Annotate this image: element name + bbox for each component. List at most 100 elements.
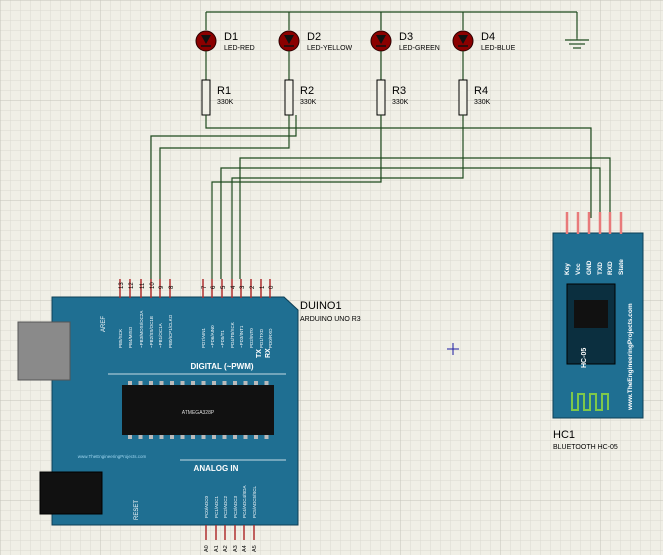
digital-pin-11[interactable]: 11 ~PB3/MOSI/OC2A	[139, 279, 146, 348]
arduino-url: www.TheEngineeringProjects.com	[78, 454, 147, 459]
resistor-ref: R3	[392, 85, 406, 97]
reset-label: RESET	[134, 500, 140, 520]
antenna-trace	[571, 392, 609, 411]
resistor-body	[284, 79, 294, 116]
digital-pin-number: 7	[202, 285, 208, 289]
digital-pin-number: 11	[140, 282, 146, 289]
bt-pin-gnd[interactable]: GND	[586, 212, 593, 275]
bt-pin-rxd[interactable]: RXD	[607, 212, 614, 275]
digital-pin-number: 5	[221, 285, 227, 289]
analog-pin-name: PC0/ADC0	[204, 495, 209, 518]
bt-pin-state[interactable]: State	[618, 212, 625, 275]
digital-pin-name: ~PB1/OC1A	[158, 323, 163, 348]
digital-pin-name: PD4/T0/XCK	[230, 322, 235, 348]
digital-pin-9[interactable]: 9~PB1/OC1A	[158, 279, 165, 348]
bluetooth-module[interactable]: HC-05 www.TheEngineeringProjects.com Key…	[552, 212, 644, 419]
digital-pin-number: 6	[211, 285, 217, 289]
resistor-body	[201, 79, 211, 116]
aref-label: AREF	[101, 316, 107, 332]
led-diode-icon	[201, 35, 211, 44]
analog-pin-number: A0	[204, 545, 210, 552]
digital-pin-name: PD2/INT0	[249, 328, 254, 348]
analog-pin-name: PC1/ADC1	[214, 495, 219, 518]
resistor-ref: R1	[217, 85, 231, 97]
digital-pin-5[interactable]: 5 ~PD5/T1	[220, 279, 227, 348]
tx-label: TX	[256, 349, 263, 358]
digital-pin-name: ~PB2/SS/OC1B	[149, 316, 154, 348]
chip-pins	[128, 381, 269, 439]
digital-pin-name: ~PB3/MOSI/OC2A	[139, 311, 144, 348]
power-jack	[39, 471, 103, 515]
arduino-board[interactable]: ATMEGA328P DIGITAL (~PWM) TX RX ANALOG I…	[17, 279, 299, 552]
analog-pin-a1[interactable]: A1 PC1/ADC1	[214, 495, 220, 552]
wires	[150, 115, 611, 279]
analog-pin-name: PC2/ADC2	[223, 495, 228, 518]
analog-pin-a5[interactable]: A5 PC5/ADC5/SCL	[252, 485, 258, 552]
resistor-body	[376, 79, 386, 116]
microcontroller-chip	[122, 385, 274, 435]
digital-pin-name: PD7/AIN1	[201, 327, 206, 348]
analog-header-label: ANALOG IN	[194, 464, 239, 473]
digital-pin-number: 12	[129, 282, 135, 289]
bt-pin-label: State	[618, 259, 625, 275]
digital-pin-6[interactable]: 6~PD6/AIN0	[210, 279, 217, 348]
analog-pin-a2[interactable]: A2 PC2/ADC2	[223, 495, 229, 552]
bt-pin-txd[interactable]: TXD	[597, 212, 604, 275]
analog-pin-a0[interactable]: A0 PC0/ADC0	[204, 495, 210, 552]
analog-pin-number: A3	[233, 545, 239, 552]
digital-pin-name: PD0/RXD	[268, 328, 273, 348]
bt-pin-vcc[interactable]: Vcc	[575, 212, 582, 275]
led-value: LED-BLUE	[481, 45, 516, 52]
hc05-module-label: HC-05	[581, 348, 588, 368]
crosshair-cursor-icon	[447, 343, 459, 355]
bt-pin-key[interactable]: Key	[564, 212, 571, 275]
arduino-ref: DUINO1	[300, 300, 342, 312]
resistor-ref: R4	[474, 85, 488, 97]
led-diode-icon	[458, 35, 468, 44]
analog-pin-number: A1	[214, 545, 220, 552]
digital-header-label: DIGITAL (~PWM)	[190, 362, 253, 371]
digital-pin-number: 13	[119, 282, 125, 289]
digital-pin-name: PB4/MISO	[128, 326, 133, 348]
led-ref: D2	[307, 31, 321, 43]
analog-pin-number: A5	[252, 545, 258, 552]
digital-pin-name: PB0/ICP1/CLKO	[168, 314, 173, 348]
digital-pin-name: PD1/TXD	[259, 328, 264, 348]
led-diode-icon	[376, 35, 386, 44]
rx-label: RX	[265, 348, 272, 358]
digital-pin-number: 1	[260, 285, 266, 289]
led-ref: D3	[399, 31, 413, 43]
bluetooth-model: BLUETOOTH HC-05	[553, 444, 618, 451]
digital-pin-3[interactable]: 3~PD3/INT1	[239, 279, 246, 348]
digital-pin-number: 10	[150, 282, 156, 289]
bt-pin-label: RXD	[607, 261, 614, 275]
led-ref: D1	[224, 31, 238, 43]
bluetooth-ref: HC1	[553, 429, 575, 441]
analog-pin-number: A2	[223, 545, 229, 552]
digital-pin-number: 3	[240, 285, 246, 289]
digital-pin-name: ~PD5/T1	[220, 330, 225, 348]
analog-pin-name: PC5/ADC5/SCL	[252, 485, 257, 518]
digital-pin-number: 8	[169, 285, 175, 289]
resistor-ref: R2	[300, 85, 314, 97]
usb-connector	[17, 321, 71, 381]
analog-pin-name: PC4/ADC4/SDA	[242, 485, 247, 518]
digital-pin-10[interactable]: 10 ~PB2/SS/OC1B	[149, 279, 156, 348]
led-value: LED-GREEN	[399, 45, 440, 52]
resistor-value: 330K	[217, 99, 234, 106]
